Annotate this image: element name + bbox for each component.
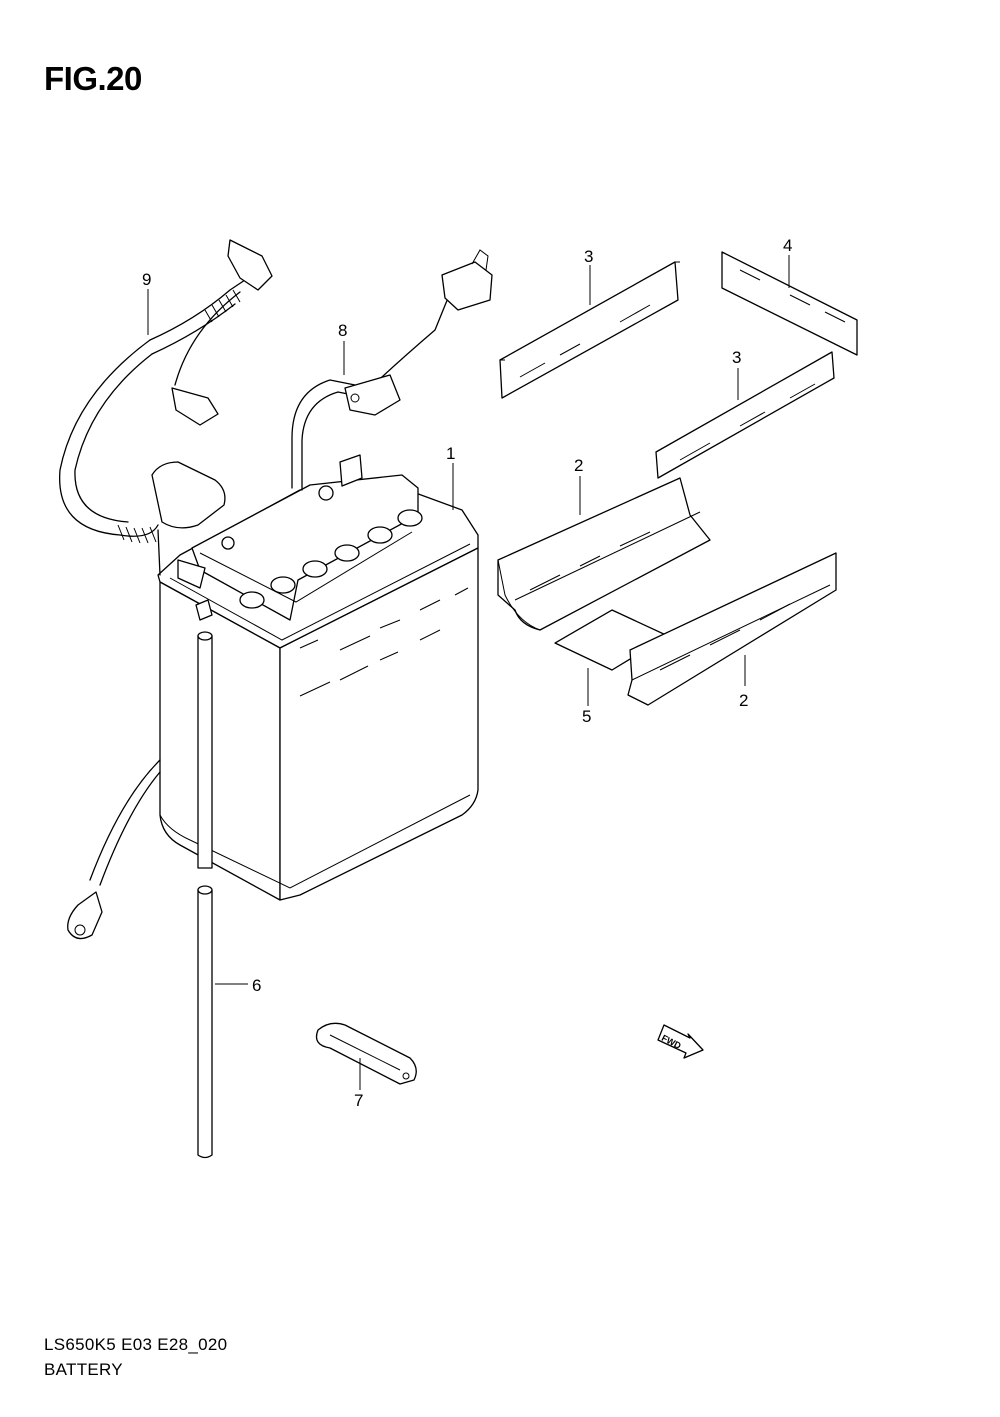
battery-pad-4-part[interactable] <box>721 251 858 356</box>
battery-part[interactable] <box>157 454 479 901</box>
callout-2-left: 2 <box>574 456 583 475</box>
model-code-label: LS650K5 E03 E28_020 <box>44 1335 228 1354</box>
callout-leader-lines <box>147 255 790 1090</box>
callout-5: 5 <box>582 707 591 726</box>
callout-6: 6 <box>252 976 261 995</box>
callout-9: 9 <box>142 270 151 289</box>
battery-lead-9-part[interactable] <box>59 239 273 940</box>
breather-tube-part[interactable] <box>197 631 213 1159</box>
battery-clamp-7-part[interactable] <box>315 1022 417 1085</box>
battery-tray-2-right-part[interactable] <box>627 552 837 706</box>
callout-3-top: 3 <box>584 247 593 266</box>
battery-cell-caps <box>239 509 423 609</box>
battery-lead-8-part[interactable] <box>291 249 493 491</box>
callout-8: 8 <box>338 321 347 340</box>
battery-tray-2-left-part[interactable] <box>497 477 711 631</box>
section-name-label: BATTERY <box>44 1360 123 1379</box>
battery-pad-3-lower-part[interactable] <box>655 351 835 479</box>
callout-1: 1 <box>446 444 455 463</box>
callout-3-mid: 3 <box>732 348 741 367</box>
battery-pad-3-upper-part[interactable] <box>499 261 680 399</box>
figure-title: FIG.20 <box>44 60 142 97</box>
callout-7: 7 <box>354 1091 363 1110</box>
callout-4: 4 <box>783 236 792 255</box>
forward-direction-arrow: FWD <box>657 1024 704 1059</box>
callout-2-right: 2 <box>739 691 748 710</box>
